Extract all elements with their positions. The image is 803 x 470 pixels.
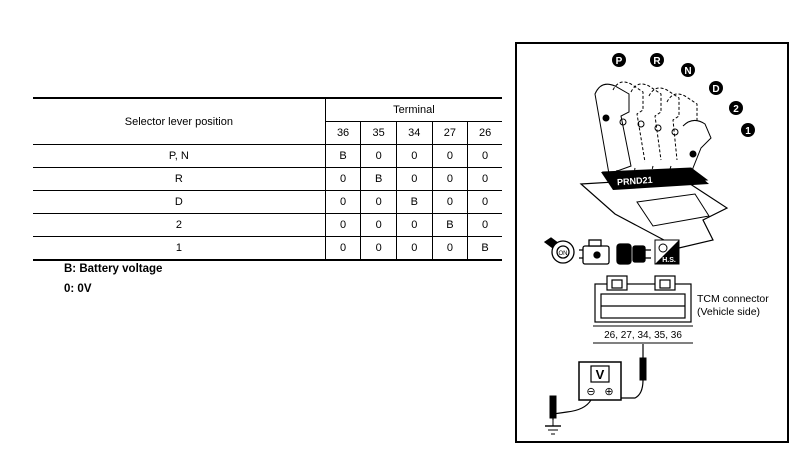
position-cell: 2 xyxy=(33,213,326,237)
position-cell: D xyxy=(33,190,326,214)
value-cell: 0 xyxy=(467,144,502,168)
terminal-header: 26 xyxy=(467,121,502,145)
legend-zero-volt: 0: 0V xyxy=(64,283,92,295)
value-cell: B xyxy=(360,167,397,191)
value-cell: 0 xyxy=(360,213,397,237)
row-header: Selector lever position xyxy=(33,97,326,145)
ignition-key-icon: ON xyxy=(543,237,575,264)
value-cell: 0 xyxy=(431,190,468,214)
shift-gate: PRND21 xyxy=(601,170,710,227)
minus-terminal: ⊖ xyxy=(586,386,595,398)
terminal-header: 34 xyxy=(395,121,433,145)
svg-text:R: R xyxy=(653,56,661,67)
gear-label-1: 1 xyxy=(741,123,755,137)
position-cell: P, N xyxy=(33,144,326,168)
tcm-connector-label: TCM connector xyxy=(697,293,769,305)
value-cell: 0 xyxy=(467,190,502,214)
diagram-svg: P R N D 2 1 xyxy=(543,53,769,435)
position-cell: R xyxy=(33,167,326,191)
connector-icon xyxy=(616,243,651,265)
value-cell: B xyxy=(431,213,468,237)
gear-label-r: R xyxy=(650,53,664,67)
value-cell: 0 xyxy=(467,213,502,237)
value-cell: 0 xyxy=(325,190,361,214)
terminal-list: 26, 27, 34, 35, 36 xyxy=(604,330,682,341)
gear-label-d: D xyxy=(709,81,723,95)
legend-battery-voltage: B: Battery voltage xyxy=(64,263,163,275)
value-cell: 0 xyxy=(360,144,397,168)
value-cell: 0 xyxy=(431,236,468,261)
value-cell: 0 xyxy=(395,144,433,168)
hs-icon: H.S. xyxy=(654,239,680,265)
position-cell: 1 xyxy=(33,236,326,261)
value-cell: 0 xyxy=(325,167,361,191)
value-cell: 0 xyxy=(325,236,361,261)
voltmeter-label: V xyxy=(596,367,605,382)
svg-text:2: 2 xyxy=(733,104,739,115)
gear-label-n: N xyxy=(681,63,695,77)
gear-label-p: P xyxy=(612,53,626,67)
group-header: Terminal xyxy=(325,97,502,122)
value-cell: 0 xyxy=(431,144,468,168)
voltmeter: V ⊖ ⊕ xyxy=(578,361,622,401)
svg-text:P: P xyxy=(616,56,623,67)
engine-icon xyxy=(579,239,610,265)
gear-label-2: 2 xyxy=(729,101,743,115)
value-cell: 0 xyxy=(395,236,433,261)
value-cell: 0 xyxy=(395,213,433,237)
svg-text:N: N xyxy=(684,66,691,77)
positive-probe xyxy=(621,344,647,399)
svg-text:H.S.: H.S. xyxy=(662,257,676,264)
value-cell: B xyxy=(467,236,502,261)
value-cell: B xyxy=(395,190,433,214)
svg-text:1: 1 xyxy=(745,126,751,137)
plus-terminal: ⊕ xyxy=(604,386,613,398)
value-cell: 0 xyxy=(360,236,397,261)
value-cell: 0 xyxy=(431,167,468,191)
tcm-connector-side-label: (Vehicle side) xyxy=(697,306,760,318)
terminal-header: 35 xyxy=(360,121,397,145)
value-cell: 0 xyxy=(360,190,397,214)
inspection-diagram: P R N D 2 1 xyxy=(515,42,789,443)
terminal-header: 27 xyxy=(431,121,468,145)
terminal-table: Selector lever position Terminal 36 35 3… xyxy=(33,97,502,261)
svg-text:PRND21: PRND21 xyxy=(617,175,653,187)
value-cell: 0 xyxy=(467,167,502,191)
terminal-header: 36 xyxy=(325,121,361,145)
value-cell: 0 xyxy=(325,213,361,237)
svg-text:D: D xyxy=(712,84,719,95)
ground-probe xyxy=(545,395,592,435)
value-cell: B xyxy=(325,144,361,168)
tcm-connector xyxy=(594,275,692,323)
value-cell: 0 xyxy=(395,167,433,191)
svg-text:ON: ON xyxy=(559,251,568,257)
